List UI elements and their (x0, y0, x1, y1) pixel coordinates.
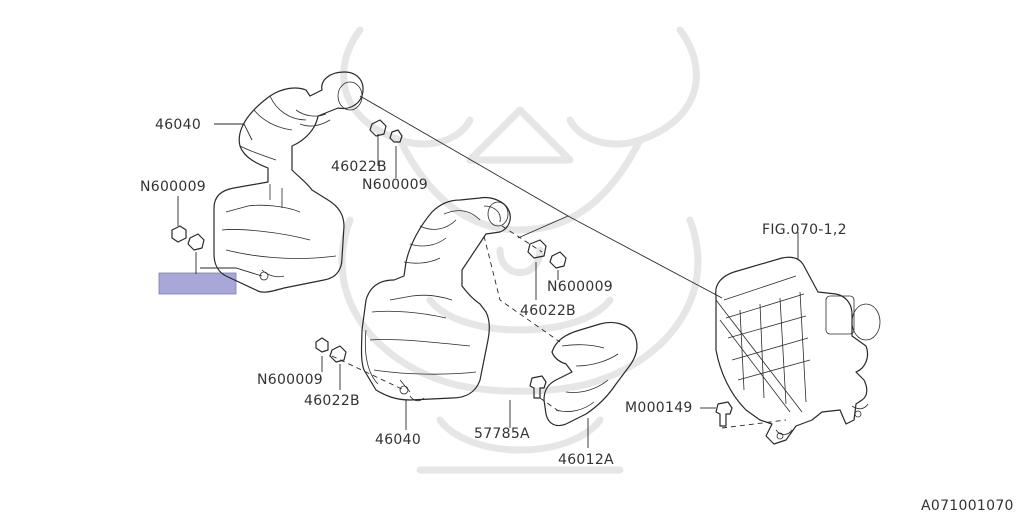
callout-n600009-top: N600009 (362, 177, 428, 193)
highlight-box (158, 272, 237, 295)
callout-n600009-left: N600009 (140, 179, 206, 195)
callout-46012a: 46012A (558, 452, 614, 468)
lower-air-duct (360, 196, 511, 402)
leader-lines (177, 95, 799, 448)
callout-46040-top: 46040 (155, 117, 201, 133)
callout-n600009-low: N600009 (257, 372, 323, 388)
callout-fig070: FIG.070-1,2 (762, 222, 847, 238)
callout-labels: 46040 N600009 46022B N600009 FIG.070-1,2… (140, 117, 1014, 512)
air-cleaner-case (715, 256, 881, 445)
fasteners (171, 119, 733, 427)
callout-57785a: 57785A (474, 426, 530, 442)
upper-air-duct (213, 71, 364, 293)
callout-m000149: M000149 (625, 400, 693, 416)
watermark-emblem (338, 26, 702, 474)
intake-boot (543, 321, 638, 427)
figure-code: A071001070 (921, 498, 1014, 512)
callout-n600009-mid: N600009 (547, 279, 613, 295)
callout-46022b-low: 46022B (304, 393, 360, 409)
callout-46022b-mid: 46022B (520, 303, 576, 319)
callout-46022b-top: 46022B (331, 159, 387, 175)
callout-46040-bottom: 46040 (375, 432, 421, 448)
